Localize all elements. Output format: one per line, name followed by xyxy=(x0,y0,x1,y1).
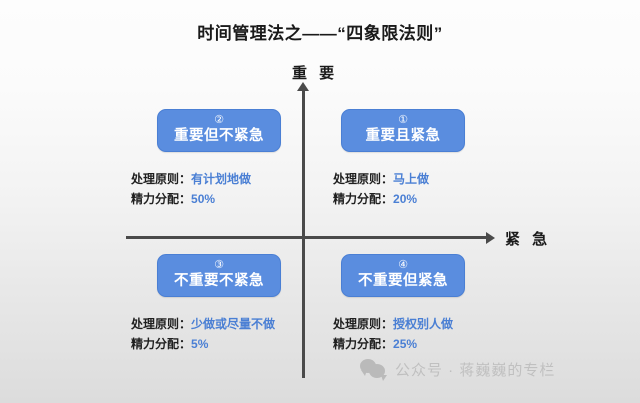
quadrant-4-energy-key: 精力分配： xyxy=(333,337,394,351)
quadrant-4-details: 处理原则：授权别人做 精力分配：25% xyxy=(333,314,465,354)
quadrant-1-details: 处理原则：马上做 精力分配：20% xyxy=(333,169,465,209)
quadrant-2-box[interactable]: ② 重要但不紧急 xyxy=(157,109,281,152)
quadrant-4-number: ④ xyxy=(398,259,408,271)
quadrant-2-energy-row: 精力分配：50% xyxy=(131,189,281,209)
quadrant-2-number: ② xyxy=(214,114,224,126)
vertical-axis-arrow-icon xyxy=(297,82,309,91)
quadrant-2: ② 重要但不紧急 处理原则：有计划地做 精力分配：50% xyxy=(131,109,281,209)
quadrant-4-energy-row: 精力分配：25% xyxy=(333,334,465,354)
quadrant-2-energy-key: 精力分配： xyxy=(131,192,192,206)
quadrant-2-principle-row: 处理原则：有计划地做 xyxy=(131,169,281,189)
quadrant-3-label: 不重要不紧急 xyxy=(174,273,264,289)
horizontal-axis-arrow-icon xyxy=(486,232,495,244)
quadrant-3-box[interactable]: ③ 不重要不紧急 xyxy=(157,254,281,297)
quadrant-3-principle-row: 处理原则：少做或尽量不做 xyxy=(131,314,281,334)
wechat-bubble-back xyxy=(360,359,376,373)
quadrant-4-energy-value: 25% xyxy=(393,337,418,351)
watermark-text: 公众号 · 蒋巍巍的专栏 xyxy=(395,361,556,379)
quadrant-3: ③ 不重要不紧急 处理原则：少做或尽量不做 精力分配：5% xyxy=(131,254,281,354)
page-title: 时间管理法之——“四象限法则” xyxy=(197,24,443,43)
quadrant-4-box[interactable]: ④ 不重要但紧急 xyxy=(341,254,465,297)
quadrant-3-principle-key: 处理原则： xyxy=(131,317,192,331)
quadrant-4-label: 不重要但紧急 xyxy=(358,273,448,289)
quadrant-2-principle-value: 有计划地做 xyxy=(191,172,252,186)
wechat-bubble-front xyxy=(369,364,385,378)
quadrant-1-energy-key: 精力分配： xyxy=(333,192,394,206)
quadrant-3-energy-key: 精力分配： xyxy=(131,337,192,351)
quadrant-1-principle-key: 处理原则： xyxy=(333,172,394,186)
quadrant-2-label: 重要但不紧急 xyxy=(174,128,264,144)
quadrant-1-energy-value: 20% xyxy=(393,192,418,206)
wechat-bubble-back-tail xyxy=(361,370,367,376)
quadrant-2-principle-key: 处理原则： xyxy=(131,172,192,186)
axis-label-urgency: 紧 急 xyxy=(505,231,552,248)
quadrant-2-energy-value: 50% xyxy=(191,192,216,206)
quadrant-1-principle-row: 处理原则：马上做 xyxy=(333,169,465,189)
horizontal-axis-line xyxy=(126,236,488,239)
quadrant-1-number: ① xyxy=(398,114,408,126)
quadrant-3-details: 处理原则：少做或尽量不做 精力分配：5% xyxy=(131,314,281,354)
quadrant-1-box[interactable]: ① 重要且紧急 xyxy=(341,109,465,152)
quadrant-2-details: 处理原则：有计划地做 精力分配：50% xyxy=(131,169,281,209)
wechat-icon xyxy=(360,358,387,381)
axis-label-importance: 重 要 xyxy=(292,65,339,82)
quadrant-3-number: ③ xyxy=(214,259,224,271)
quadrant-3-energy-value: 5% xyxy=(191,337,209,351)
quadrant-1-label: 重要且紧急 xyxy=(365,128,441,144)
vertical-axis-line xyxy=(302,90,305,378)
quadrant-4-principle-row: 处理原则：授权别人做 xyxy=(333,314,465,334)
quadrant-4: ④ 不重要但紧急 处理原则：授权别人做 精力分配：25% xyxy=(333,254,465,354)
quadrant-4-principle-value: 授权别人做 xyxy=(393,317,454,331)
quadrant-1-energy-row: 精力分配：20% xyxy=(333,189,465,209)
quadrant-3-principle-value: 少做或尽量不做 xyxy=(191,317,276,331)
quadrant-1-principle-value: 马上做 xyxy=(393,172,430,186)
wechat-bubble-front-tail xyxy=(381,375,387,381)
watermark: 公众号 · 蒋巍巍的专栏 xyxy=(360,358,556,381)
quadrant-4-principle-key: 处理原则： xyxy=(333,317,394,331)
quadrant-3-energy-row: 精力分配：5% xyxy=(131,334,281,354)
quadrant-1: ① 重要且紧急 处理原则：马上做 精力分配：20% xyxy=(333,109,465,209)
